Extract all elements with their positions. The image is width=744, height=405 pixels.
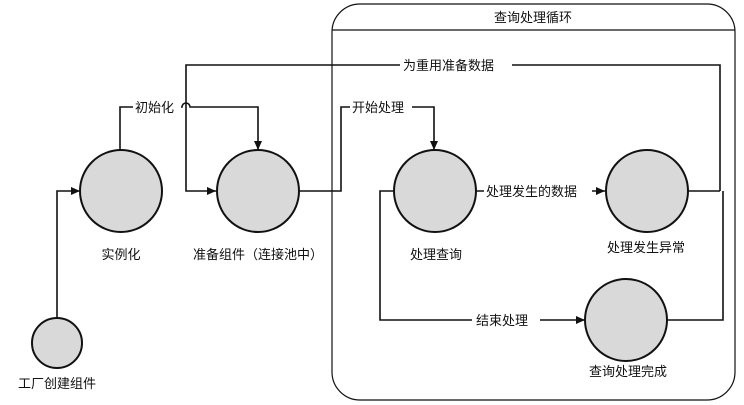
- container-title: 查询处理循环: [494, 11, 572, 26]
- edge-prepare-to-process: [300, 106, 438, 192]
- state-factory-label: 工厂创建组件: [18, 377, 96, 392]
- label-reuse: 为重用准备数据: [403, 58, 494, 74]
- label-start: 开始处理: [352, 101, 404, 116]
- edge-factory-to-instantiate: [56, 187, 80, 318]
- query-loop-container: 查询处理循环: [331, 3, 736, 401]
- state-instantiate: 实例化: [79, 149, 163, 263]
- state-process: 处理查询: [393, 149, 477, 263]
- transition-labels: 初始化 为重用准备数据 开始处理 处理发生的数据 结束处理: [133, 57, 592, 329]
- state-complete: 查询处理完成: [584, 278, 668, 380]
- state-factory: 工厂创建组件: [18, 317, 96, 392]
- state-prepare: 准备组件（连接池中）: [193, 149, 323, 263]
- edge-reuse-to-prepare: [185, 64, 721, 195]
- state-exception-label: 处理发生异常: [607, 240, 685, 256]
- state-instantiate-label: 实例化: [101, 248, 140, 263]
- label-init: 初始化: [135, 101, 174, 116]
- label-end: 结束处理: [476, 314, 528, 329]
- state-complete-label: 查询处理完成: [589, 365, 667, 380]
- edge-complete-stub: [667, 191, 724, 321]
- state-process-label: 处理查询: [410, 248, 462, 263]
- state-prepare-label: 准备组件（连接池中）: [193, 247, 323, 263]
- label-exception-data: 处理发生的数据: [486, 184, 577, 200]
- state-exception: 处理发生异常: [605, 149, 689, 256]
